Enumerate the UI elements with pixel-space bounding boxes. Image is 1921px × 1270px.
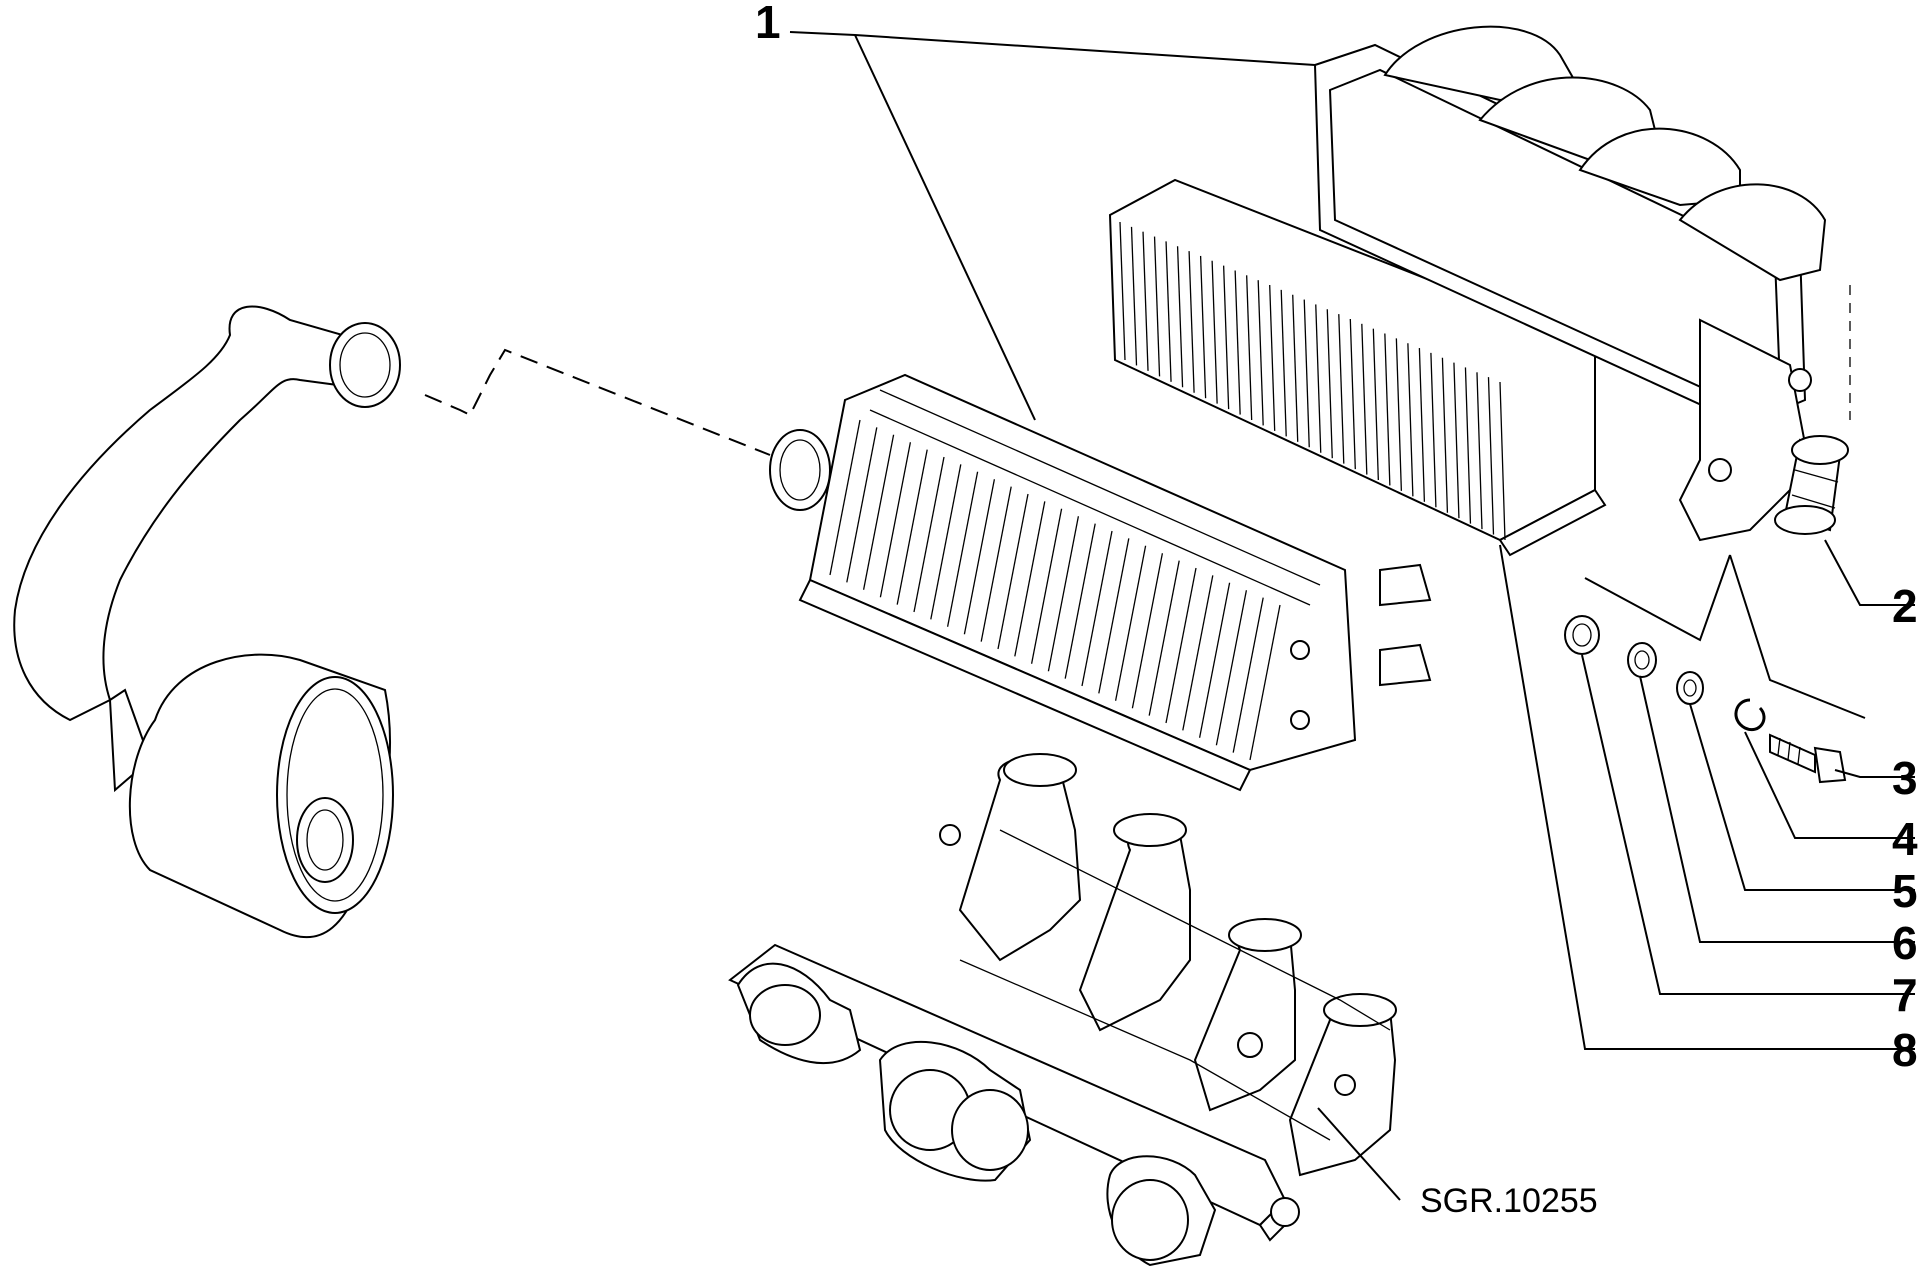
pleat-line: [1361, 323, 1368, 475]
leader-1-to-housing: [854, 34, 1036, 421]
pleat-line: [1119, 221, 1126, 361]
spring-washer-part-4: [1734, 698, 1766, 732]
pleat-line: [1246, 275, 1253, 421]
leader-8: [1499, 544, 1915, 1050]
pleat-line: [1441, 357, 1449, 513]
fin-line: [1014, 501, 1046, 657]
fin-line: [1165, 567, 1197, 724]
fin-line: [829, 419, 861, 576]
filter-element-pleats: [1119, 221, 1506, 541]
callout-2: 2: [1892, 580, 1918, 632]
leader-drawing-code: [1317, 1107, 1401, 1201]
pleat-line: [1211, 260, 1218, 404]
pleat-line: [1384, 333, 1391, 486]
leader-bracket-lower: [1729, 554, 1866, 719]
leader-7: [1581, 654, 1915, 995]
pleat-line: [1303, 299, 1310, 448]
pleat-line: [1234, 270, 1241, 415]
leader-1-to-cover: [789, 31, 1316, 66]
pleat-line: [1130, 226, 1138, 366]
leader-bracket-upper: [1584, 554, 1731, 642]
pleat-line: [1349, 318, 1356, 470]
pleat-line: [1453, 362, 1460, 519]
fin-line: [1198, 582, 1231, 738]
fin-line: [963, 479, 996, 635]
callout-7: 7: [1892, 969, 1918, 1021]
pleat-line: [1372, 328, 1379, 481]
pleat-line: [1222, 265, 1230, 410]
pleat-line: [1476, 372, 1483, 530]
fin-line: [997, 493, 1029, 650]
pleat-line: [1395, 338, 1403, 491]
fin-line: [879, 442, 912, 598]
pleat-line: [1199, 255, 1207, 399]
callout-leader-lines: [789, 31, 1915, 1201]
pleat-line: [1257, 280, 1264, 426]
fin-line: [1047, 516, 1080, 672]
hose-connection-dash-line: [424, 348, 771, 456]
callout-5: 5: [1892, 865, 1918, 917]
filter-housing-fins: [829, 419, 1281, 761]
intake-manifold: [728, 753, 1397, 1267]
filter-housing-lower: [769, 373, 1432, 792]
pleat-line: [1464, 367, 1472, 524]
pleat-line: [1280, 289, 1287, 437]
pleat-line: [1315, 304, 1322, 453]
fin-line: [1064, 523, 1096, 679]
fin-line: [930, 464, 962, 620]
washer-part-6: [1627, 642, 1657, 678]
pleat-line: [1487, 377, 1495, 535]
callout-6: 6: [1892, 917, 1918, 969]
fin-line: [1215, 590, 1248, 746]
bolt-part-3: [1769, 733, 1847, 784]
fin-line: [862, 434, 895, 590]
fin-line: [1114, 545, 1147, 701]
pleat-line: [1418, 348, 1426, 502]
leader-6: [1639, 675, 1915, 943]
fin-line: [1249, 604, 1281, 761]
callout-3: 3: [1892, 752, 1918, 804]
pleat-line: [1269, 285, 1276, 431]
leader-2: [1824, 539, 1915, 606]
fin-line: [846, 427, 878, 583]
fin-line: [980, 486, 1012, 642]
fin-line: [1098, 538, 1130, 694]
drawing-code: SGR.10255: [1420, 1182, 1598, 1220]
grommet-part-7: [1564, 615, 1600, 655]
callout-numbers: 1 2 3 4 5 6 7 8 SGR.10255: [755, 0, 1918, 1220]
pleat-line: [1326, 309, 1333, 459]
fin-line: [1081, 530, 1113, 687]
pleat-line: [1142, 231, 1149, 371]
grommet-part-2: [1774, 435, 1849, 535]
pleat-line: [1338, 314, 1345, 464]
fin-line: [913, 456, 945, 613]
fin-line: [1131, 553, 1164, 709]
fin-line: [1148, 560, 1180, 716]
callout-1: 1: [755, 0, 781, 48]
pleat-line: [1499, 381, 1506, 541]
pleat-line: [1430, 352, 1437, 508]
filter-cover: [1313, 25, 1827, 542]
spacer-part-5: [1676, 671, 1704, 705]
leader-3: [1834, 769, 1915, 778]
fin-line: [1232, 597, 1264, 753]
intake-hose-resonator: [13, 305, 401, 939]
pleat-line: [1153, 236, 1161, 377]
pleat-line: [1292, 294, 1299, 442]
fin-line: [1030, 508, 1063, 664]
callout-4: 4: [1892, 813, 1918, 865]
fin-line: [1182, 575, 1214, 731]
pleat-line: [1407, 343, 1414, 497]
pleat-line: [1176, 246, 1184, 388]
filter-element: [1108, 178, 1607, 557]
pleat-line: [1188, 251, 1195, 393]
callout-8: 8: [1892, 1024, 1918, 1076]
fin-line: [896, 449, 928, 605]
fin-line: [946, 471, 979, 627]
leader-5: [1689, 703, 1915, 891]
leader-4: [1744, 731, 1915, 839]
pleat-line: [1165, 241, 1172, 382]
